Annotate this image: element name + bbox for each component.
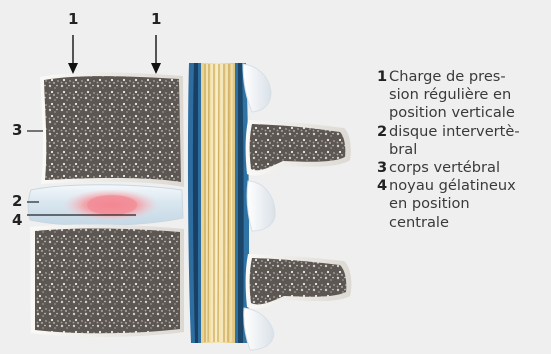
legend-text-line: noyau gélatineux	[389, 177, 549, 195]
legend-text-line: bral	[389, 141, 549, 159]
spinal-canal-and-cord	[188, 63, 249, 343]
legend-number: 1	[377, 68, 387, 86]
pressure-arrow-left	[68, 35, 78, 74]
legend-item-disc: 2 disque intervertè- bral	[377, 123, 549, 159]
upper-spinous-process	[246, 120, 351, 176]
callout-nucleus: 4	[12, 212, 22, 228]
legend-number: 2	[377, 123, 387, 141]
legend-item-vertebral-body: 3 corps vertébral	[377, 159, 549, 177]
legend-item-nucleus: 4 noyau gélatineux en position centrale	[377, 177, 549, 232]
legend-text-line: position verticale	[389, 104, 549, 122]
legend-text-line: en position	[389, 195, 549, 213]
callout-top-left: 1	[68, 11, 78, 27]
legend-item-pressure: 1 Charge de pres- sion régulière en posi…	[377, 68, 549, 123]
intervertebral-disc	[28, 185, 183, 226]
legend-number: 3	[377, 159, 387, 177]
legend-text-line: sion régulière en	[389, 86, 549, 104]
upper-vertebral-body	[40, 72, 184, 187]
lower-spinous-process	[246, 254, 352, 309]
callout-disc: 2	[12, 193, 22, 209]
callout-top-right: 1	[151, 11, 161, 27]
legend-number: 4	[377, 177, 387, 195]
lower-vertebral-body	[30, 225, 184, 337]
callout-vertebral-body: 3	[12, 122, 22, 138]
legend: 1 Charge de pres- sion régulière en posi…	[377, 68, 549, 232]
legend-text-line: centrale	[389, 214, 549, 232]
legend-text-line: disque intervertè-	[389, 123, 549, 141]
legend-text-line: Charge de pres-	[389, 68, 549, 86]
legend-text-line: corps vertébral	[389, 159, 549, 177]
pressure-arrow-right	[151, 35, 161, 74]
